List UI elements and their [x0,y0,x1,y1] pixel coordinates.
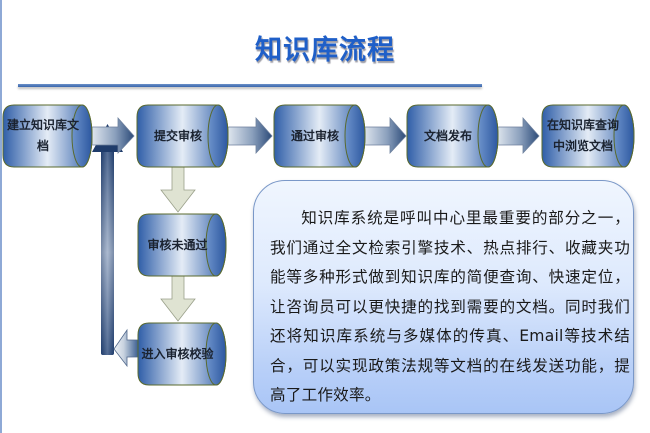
edge-recheck-to-submit [92,124,139,368]
node-rejected [137,213,227,277]
node-publish-label: 文档发布 [423,128,472,143]
description-panel [253,180,634,414]
left-edge-rule [0,0,2,433]
edge-submit-to-approved [227,116,273,155]
description-text: 知识库系统是呼叫中心里最重要的部分之一，我们通过全文检索引擎技术、热点排行、收藏… [270,209,630,404]
edge-submit-to-rejected [160,166,196,213]
node-browse [541,104,635,168]
edge-rejected-to-recheck [160,274,196,322]
node-browse-label: 在知识库查询中浏览文档 [546,118,619,153]
node-approved-label: 通过审核 [290,128,339,143]
node-rejected-label: 审核未通过 [147,237,208,252]
node-create [2,104,93,168]
node-recheck [137,322,227,386]
node-publish [406,104,499,168]
edge-publish-to-browse [496,116,540,155]
node-submit-label: 提交审核 [153,128,202,143]
node-approved [273,104,366,168]
edge-create-to-submit [91,116,135,155]
node-submit [136,104,229,168]
title-underline [18,84,482,87]
edge-approved-to-publish [363,116,407,155]
node-recheck-label: 进入审核校验 [141,346,214,361]
page-title: 知识库流程 [255,35,395,66]
node-create-label: 建立知识库文档 [6,118,79,153]
